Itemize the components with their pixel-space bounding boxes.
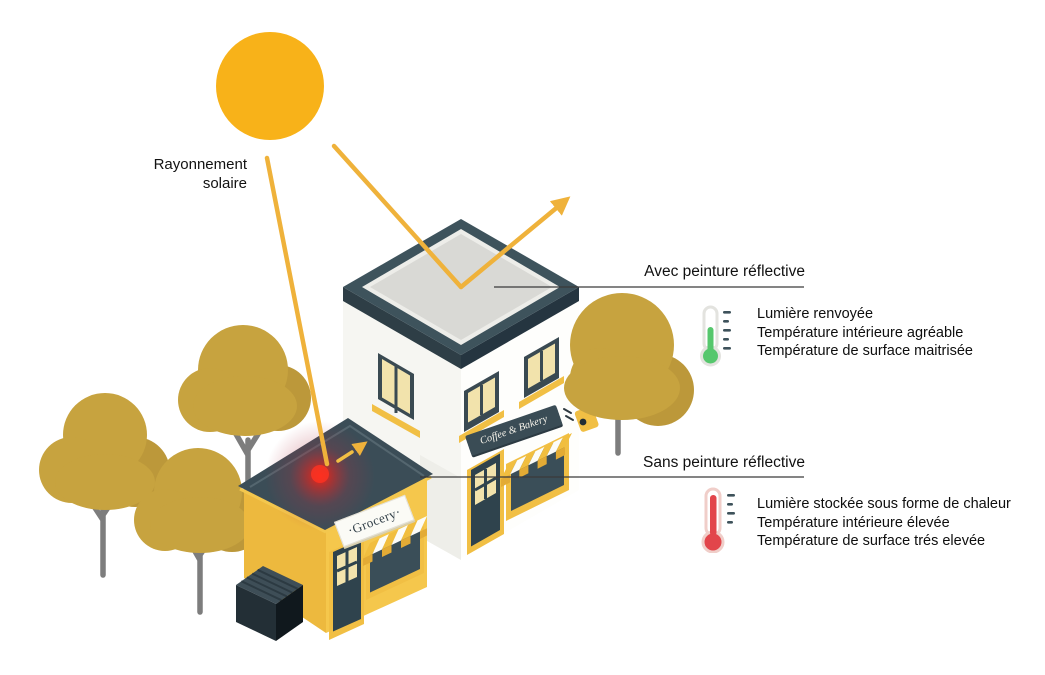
reflected-ray-arrow-icon bbox=[458, 196, 571, 290]
window-icon bbox=[519, 337, 564, 409]
solar-ray bbox=[264, 143, 464, 467]
annotation-line: Lumière renvoyée bbox=[757, 306, 874, 322]
thermometer-red-icon bbox=[692, 487, 740, 558]
without-paint-annotation: Lumière stockée sous forme de chaleur Te… bbox=[757, 495, 1045, 551]
storefront-window-icon bbox=[366, 526, 424, 600]
solar-radiation-line2: solaire bbox=[202, 174, 247, 192]
annotation-line: Température de surface maitrisée bbox=[757, 343, 973, 360]
heat-glow-core bbox=[311, 465, 329, 483]
awning-icon bbox=[363, 516, 427, 566]
sun-icon bbox=[216, 32, 324, 140]
annotation-line: Lumière stockée sous forme de chaleur bbox=[757, 496, 1011, 512]
tree-icon bbox=[178, 325, 311, 498]
door-icon bbox=[329, 536, 364, 640]
grocery-roof-hot bbox=[238, 418, 433, 531]
window-icon bbox=[372, 353, 420, 438]
annotation-line: Température de surface trés elevée bbox=[757, 533, 986, 550]
awning-icon bbox=[501, 433, 572, 487]
solar-radiation-label: Rayonnement solaire bbox=[120, 156, 247, 193]
annotation-line: Température intérieure agréable bbox=[757, 324, 964, 341]
tree-icon bbox=[39, 393, 170, 578]
dumpster-icon bbox=[236, 566, 303, 641]
thermometer-green-icon bbox=[690, 305, 736, 372]
with-paint-title: Avec peinture réflective bbox=[644, 263, 805, 280]
heat-arrow-icon bbox=[336, 444, 364, 463]
solar-radiation-line1: Rayonnement bbox=[153, 156, 247, 173]
without-paint-title: Sans peinture réflective bbox=[643, 454, 805, 471]
tree-icon bbox=[564, 293, 694, 456]
annotation-line: Température intérieure élevée bbox=[757, 514, 950, 531]
with-paint-annotation: Lumière renvoyée Température intérieure … bbox=[757, 305, 1045, 361]
